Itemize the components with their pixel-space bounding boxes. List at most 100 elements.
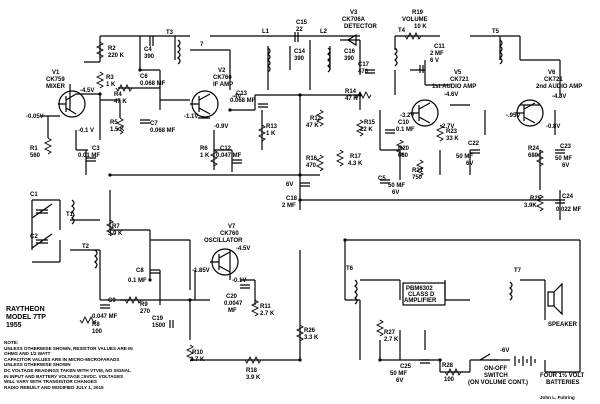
- l2-ref: L2: [320, 29, 328, 35]
- r16-ref: R16: [306, 156, 318, 162]
- amp-line3: AMPLIFIER: [404, 298, 437, 304]
- c24-ref: C24: [562, 194, 574, 200]
- r13-ref: R13: [266, 124, 278, 130]
- coil-l1-icon: [267, 47, 271, 73]
- c5-value: 50 MF: [388, 183, 405, 189]
- v1-name: MIXER: [46, 84, 66, 90]
- r14-ref: R14: [345, 89, 357, 95]
- c2-ref: C2: [30, 234, 38, 240]
- c11-ref: C11: [434, 44, 445, 50]
- resistor-r3-icon: [95, 71, 105, 89]
- c20-unit: MF: [228, 308, 237, 314]
- resistor-r28-icon: [444, 367, 462, 377]
- c18-voltage: 6V: [286, 182, 293, 188]
- resistor-r17-icon: [335, 149, 345, 167]
- capacitor-c4-icon: [149, 36, 154, 46]
- resistor-r23-icon: [435, 124, 445, 142]
- r28-value: 100: [444, 377, 455, 383]
- r9-ref: R9: [140, 302, 148, 308]
- c23-value: 50 MF: [555, 156, 572, 162]
- r26-value: 3.3 K: [304, 335, 319, 341]
- r6-value: 1 K: [200, 153, 210, 159]
- c8-value: 0.1 MF: [128, 278, 147, 284]
- resistor-r9-icon: [124, 295, 142, 305]
- c23-voltage: 6V: [562, 163, 569, 169]
- notes-block: NOTE: UNLESS OTHERWISE SHOWN, RESISTOR V…: [4, 340, 219, 390]
- r3-ref: R3: [106, 75, 114, 81]
- speaker-icon: [547, 282, 563, 316]
- c10-value: 0.1 MF: [396, 127, 415, 133]
- coil-l2-icon: [327, 47, 331, 73]
- v6-name: 2nd AUDIO AMP: [536, 84, 582, 90]
- t4-ref: T4: [398, 28, 406, 34]
- v5-type: CK721: [450, 77, 469, 83]
- v7-name: OSCILLATOR: [204, 238, 243, 244]
- r23-value: 33 K: [446, 136, 459, 142]
- v7-collector-voltage: -4.5V: [236, 246, 250, 252]
- v7-emitter-voltage: -0.1V: [232, 278, 246, 284]
- note-line: WILL VARY WITH TRANSISTOR CHANGES: [4, 379, 97, 385]
- capacitor-c17-icon: [365, 69, 375, 74]
- transformer-t4-icon: [394, 47, 398, 67]
- capacitor-c15-icon: [294, 32, 299, 42]
- amplifier-box-icon: [402, 282, 446, 306]
- r8-ref: R8: [92, 322, 100, 328]
- c15-ref: C15: [296, 20, 308, 26]
- r15-ref: R15: [364, 120, 376, 126]
- v6-emitter-voltage: -0.8V: [546, 124, 560, 130]
- r12-value: 47 K: [306, 123, 319, 129]
- title-line1: RAYTHEON: [6, 306, 45, 313]
- c11-value: 2 MF: [430, 51, 444, 57]
- r5-value: 1.5 K: [110, 127, 125, 133]
- note-line: DC VOLTAGE READINGS TAKEN WITH VTVM, NO …: [4, 367, 131, 373]
- battery-line2: BATTERIES: [546, 380, 580, 386]
- transformer-t2-icon: [94, 249, 98, 269]
- c13-ref: C13: [236, 91, 248, 97]
- c18-value: 2 MF: [282, 203, 296, 209]
- capacitor-c5-icon: [380, 179, 390, 184]
- capacitor-c7-icon: [140, 119, 150, 124]
- v7-type: CK760: [220, 231, 239, 237]
- v1-collector-voltage: -4.5V: [80, 88, 94, 94]
- capacitor-c11-icon: [419, 65, 424, 73]
- c15-value: 22: [296, 27, 303, 33]
- v2-ref: V2: [218, 68, 226, 74]
- capacitor-c12-icon: [232, 159, 242, 164]
- c3-value: 0.01 MF: [78, 153, 100, 159]
- r19-ref: R19: [412, 10, 424, 16]
- r1-value: 560: [30, 153, 41, 159]
- variable-capacitor-c2-icon: [31, 233, 53, 249]
- r27-value: 2.7 K: [384, 337, 399, 343]
- amp-line2: CLASS D: [408, 292, 435, 298]
- c10-ref: C10: [398, 120, 410, 126]
- switch-line3: (ON VOLUME CONT.): [468, 380, 528, 386]
- c22-ref: C22: [468, 141, 480, 147]
- transistor-symbols: [58, 90, 544, 276]
- resistor-r5-icon: [115, 117, 125, 135]
- r25-value: 3.9K: [524, 203, 537, 209]
- note-line: NOTE:: [4, 340, 19, 345]
- c8-ref: C8: [136, 268, 144, 274]
- r7-ref: R7: [112, 224, 120, 230]
- r11-ref: R11: [260, 304, 271, 310]
- resistor-r13-icon: [257, 124, 267, 142]
- v1-type: CK759: [46, 77, 65, 83]
- v2-emitter-voltage: -0.9V: [214, 124, 228, 130]
- v4-name: DETECTOR: [344, 24, 378, 30]
- r19-value: 10 K: [414, 24, 427, 30]
- r20-ref: R20: [398, 146, 410, 152]
- l1-ref: L1: [262, 29, 270, 35]
- v2-base-voltage: -1.1V: [184, 114, 198, 120]
- c9-value: 0.047 MF: [92, 314, 118, 320]
- note-line: IN INPUT AND BATTERY VOLTAGE =6VDC. VOLT…: [4, 373, 124, 379]
- resistor-r7-icon: [105, 219, 115, 237]
- r6-ref: R6: [200, 146, 208, 152]
- junction-dots: [98, 68, 442, 362]
- c22-value: 50 MF: [456, 154, 473, 160]
- capacitor-symbols: [86, 32, 565, 364]
- c7-value: 0.068 MF: [150, 128, 176, 134]
- c6-ref: C6: [140, 74, 148, 80]
- battery-line1: FOUR 1½ VOLT: [540, 372, 585, 379]
- c13-value: 0.068 MF: [230, 98, 256, 104]
